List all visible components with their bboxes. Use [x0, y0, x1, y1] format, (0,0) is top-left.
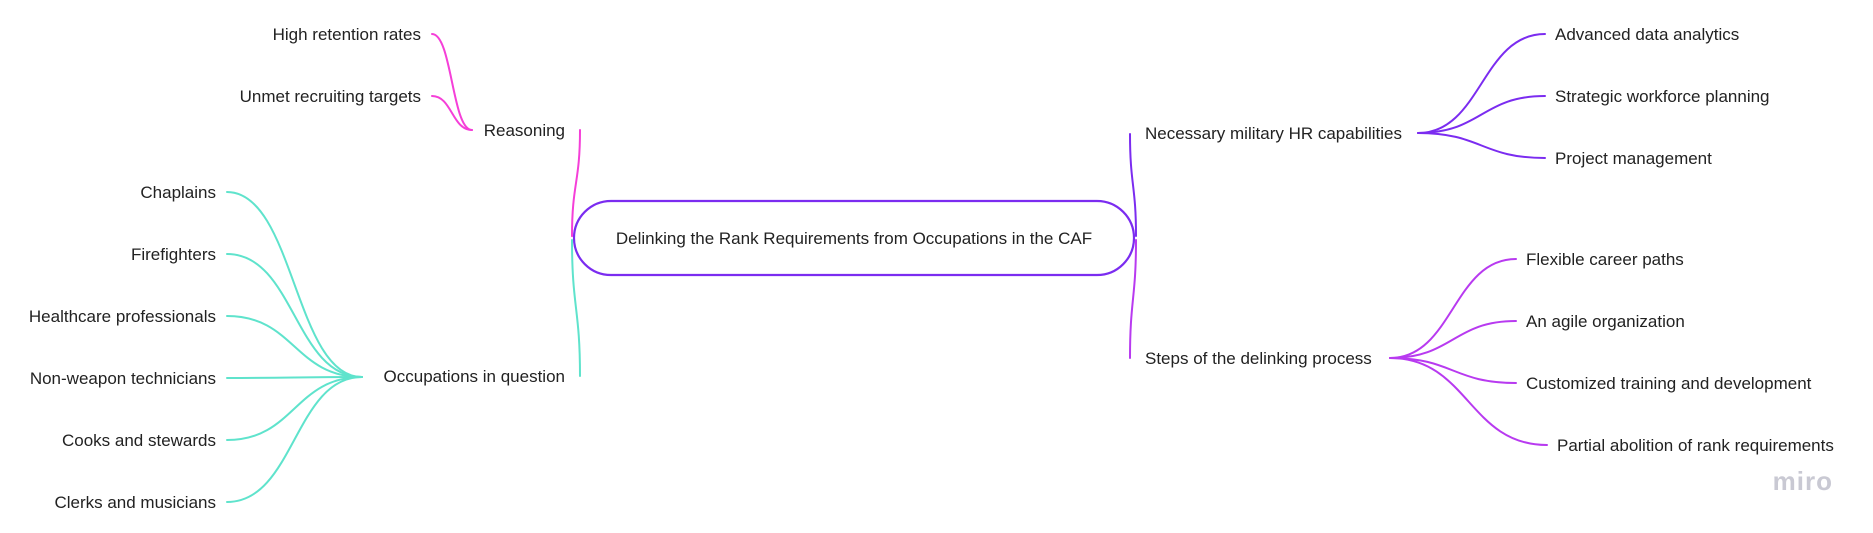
node-flexible-career-paths[interactable]: Flexible career paths	[1526, 250, 1684, 269]
node-healthcare-professionals[interactable]: Healthcare professionals	[29, 307, 216, 326]
edge-occupations-child	[226, 376, 363, 503]
branch-steps[interactable]: Steps of the delinking process	[1145, 349, 1372, 368]
node-project-management[interactable]: Project management	[1555, 149, 1712, 168]
node-firefighters[interactable]: Firefighters	[131, 245, 216, 264]
node-strategic-workforce-planning[interactable]: Strategic workforce planning	[1555, 87, 1770, 106]
miro-logo: miro	[1773, 466, 1833, 496]
edge-central-steps	[1129, 239, 1137, 359]
branch-capabilities[interactable]: Necessary military HR capabilities	[1145, 124, 1402, 143]
edge-reasoning-child	[431, 95, 473, 131]
edge-capabilities-child	[1417, 132, 1546, 159]
edge-capabilities-child	[1417, 33, 1546, 134]
node-cooks-and-stewards[interactable]: Cooks and stewards	[62, 431, 216, 450]
edge-steps-child	[1389, 357, 1517, 384]
edge-occupations-child	[226, 253, 363, 378]
edge-central-capabilities	[1129, 133, 1137, 237]
edge-capabilities-child	[1417, 95, 1546, 134]
edge-steps-child	[1389, 320, 1517, 359]
edges-layer	[226, 33, 1548, 503]
central-node-label: Delinking the Rank Requirements from Occ…	[616, 229, 1092, 248]
node-customized-training-and-development[interactable]: Customized training and development	[1526, 374, 1812, 393]
edge-occupations-child	[226, 191, 363, 378]
node-partial-abolition-of-rank-requirements[interactable]: Partial abolition of rank requirements	[1557, 436, 1834, 455]
node-non-weapon-technicians[interactable]: Non-weapon technicians	[30, 369, 216, 388]
central-node[interactable]: Delinking the Rank Requirements from Occ…	[572, 199, 1136, 277]
node-advanced-data-analytics[interactable]: Advanced data analytics	[1555, 25, 1739, 44]
edge-occupations-child	[226, 376, 363, 441]
node-clerks-and-musicians[interactable]: Clerks and musicians	[54, 493, 216, 512]
edge-central-reasoning	[571, 129, 581, 237]
edge-central-occupations	[571, 239, 581, 377]
node-unmet-recruiting-targets[interactable]: Unmet recruiting targets	[240, 87, 421, 106]
edge-steps-child	[1389, 258, 1517, 359]
branch-reasoning[interactable]: Reasoning	[484, 121, 565, 140]
node-high-retention-rates[interactable]: High retention rates	[273, 25, 421, 44]
node-chaplains[interactable]: Chaplains	[140, 183, 216, 202]
central-node-box	[572, 199, 1136, 277]
edge-steps-child	[1389, 357, 1548, 446]
edge-occupations-child	[226, 376, 363, 379]
node-an-agile-organization[interactable]: An agile organization	[1526, 312, 1685, 331]
edge-occupations-child	[226, 315, 363, 378]
branch-occupations[interactable]: Occupations in question	[384, 367, 565, 386]
edge-reasoning-child	[431, 33, 473, 131]
